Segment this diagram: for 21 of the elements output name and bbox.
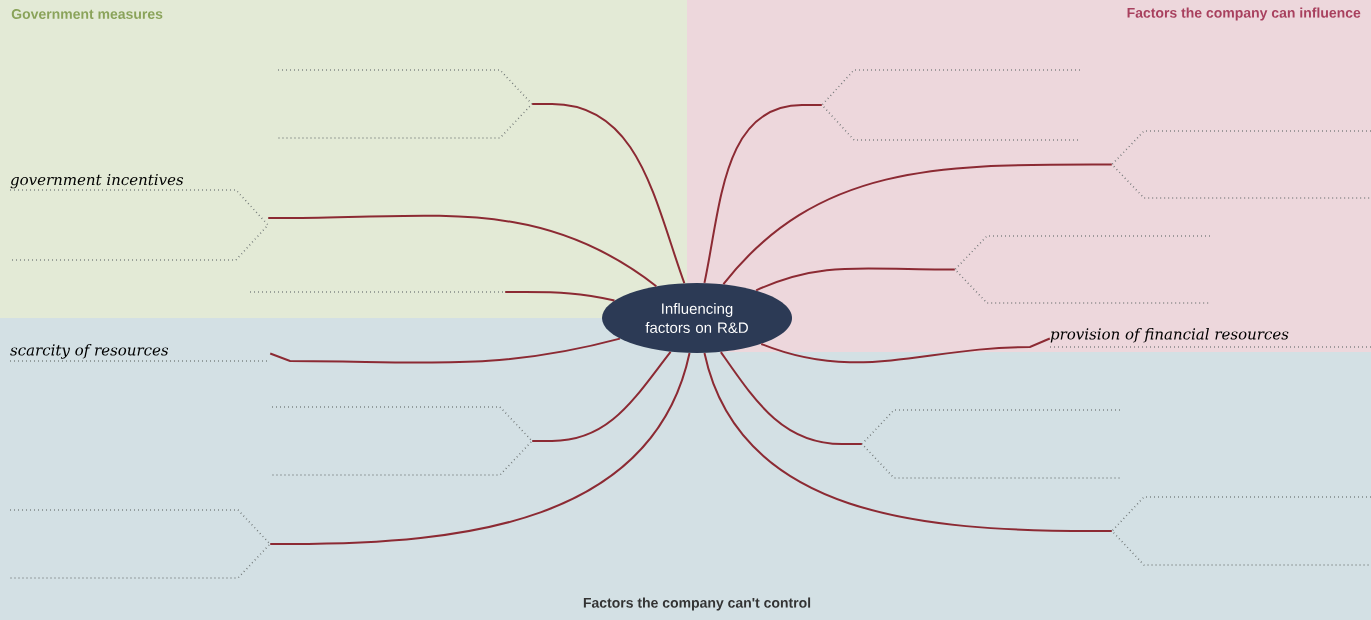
branch-line xyxy=(703,104,823,284)
fill-in-line xyxy=(249,291,506,293)
branch-line xyxy=(267,214,658,288)
dotted-fork xyxy=(9,509,272,579)
branch-line xyxy=(531,350,672,442)
branch-label: government incentives xyxy=(9,174,270,261)
branch-label: scarcity of resources xyxy=(9,344,271,362)
branch-line xyxy=(531,103,686,285)
dotted-fork xyxy=(953,235,1211,304)
branch-line xyxy=(722,163,1113,286)
branch-line xyxy=(269,352,691,545)
branch-line xyxy=(703,352,1113,532)
branch-line xyxy=(504,291,616,302)
branch-line xyxy=(719,351,863,445)
dotted-fork xyxy=(820,69,1081,141)
branch-line xyxy=(760,337,1051,364)
branch-line xyxy=(269,337,621,364)
dotted-fork xyxy=(1110,130,1371,199)
dotted-fork xyxy=(271,406,534,476)
branch-label: provision of financial resources xyxy=(1049,328,1371,348)
branch-line xyxy=(755,267,956,292)
